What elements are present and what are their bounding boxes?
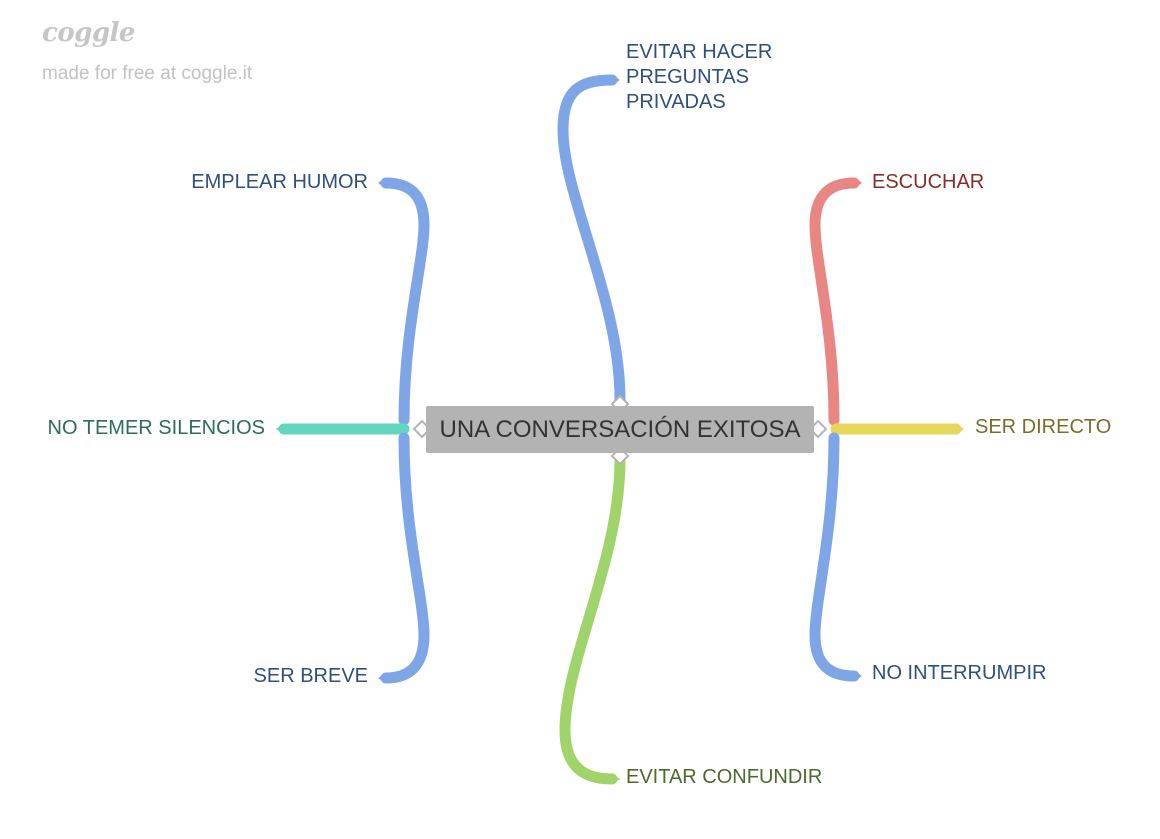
branch-line-emplear-humor [380,177,430,426]
root-node[interactable]: UNA CONVERSACIÓN EXITOSA [426,406,814,453]
node-label-evitar-confundir[interactable]: EVITAR CONFUNDIR [626,766,823,788]
node-label-escuchar[interactable]: ESCUCHAR [872,171,985,193]
branch-tip-no-temer-silencios [276,423,284,435]
branch-line-evitar-confundir [559,454,626,785]
branch-line-escuchar [809,177,860,426]
node-label-emplear-humor[interactable]: EMPLEAR HUMOR [191,171,368,193]
node-label-ser-breve[interactable]: SER BREVE [253,665,368,687]
coggle-tagline: made for free at coggle.it [42,63,253,84]
branch-tip-emplear-humor [378,177,386,189]
branch-tip-evitar-confundir [612,773,620,785]
node-label-no-temer-silencios[interactable]: NO TEMER SILENCIOS [47,417,265,439]
branch-tip-escuchar [854,177,862,189]
branch-tip-no-interrumpir [854,670,862,682]
branch-tip-ser-breve [378,672,386,684]
node-label-no-interrumpir[interactable]: NO INTERRUMPIR [872,662,1047,684]
coggle-logo: coggle [42,18,135,48]
node-label-ser-directo[interactable]: SER DIRECTO [975,416,1112,438]
branch-line-evitar-hacer-preguntas-privadas [557,74,626,406]
branch-tip-evitar-hacer-preguntas-privadas [612,74,620,86]
branch-line-ser-breve [380,432,430,684]
branch-tip-ser-directo [956,423,964,435]
branch-line-no-interrumpir [809,432,860,682]
root-node-label: UNA CONVERSACIÓN EXITOSA [439,415,801,443]
